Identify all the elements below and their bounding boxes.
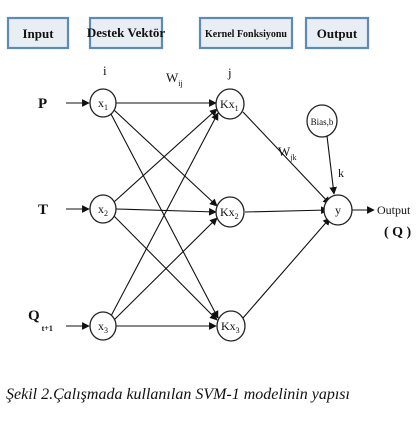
header-support-vector-label: Destek Vektör <box>87 25 166 40</box>
svg-text:Bias,b: Bias,b <box>311 117 334 127</box>
svg-text:Kx2: Kx2 <box>220 205 239 221</box>
layer-label-k: k <box>338 166 344 180</box>
header-input: Input <box>6 16 70 50</box>
header-output: Output <box>304 16 370 50</box>
node-x2: x2 <box>89 194 117 224</box>
header-support-vector: Destek Vektör <box>87 16 166 50</box>
output-label: Output <box>377 203 411 217</box>
svg-text:x1: x1 <box>98 96 108 112</box>
input-label-q: Qt+1 <box>28 308 53 333</box>
input-label-p: P <box>38 96 47 112</box>
node-y: y <box>323 194 353 226</box>
diagram-canvas: Input Destek Vektör Kernel Fonksiyonu Ou… <box>6 16 412 342</box>
svg-text:Kx3: Kx3 <box>221 319 240 335</box>
node-kx3: Kx3 <box>216 310 246 342</box>
layer-label-i: i <box>103 63 107 78</box>
arrow-bias-to-y <box>326 135 337 195</box>
node-kx1: Kx1 <box>215 88 245 120</box>
svg-text:x3: x3 <box>98 319 108 335</box>
edges-kernel-to-output <box>242 111 331 319</box>
node-bias: Bias,b <box>306 104 338 138</box>
weight-label-wij: Wij <box>166 70 183 88</box>
layer-label-j: j <box>227 65 232 80</box>
node-x1: x1 <box>89 88 117 118</box>
header-output-label: Output <box>317 26 358 41</box>
svg-text:y: y <box>335 203 341 217</box>
node-kx2: Kx2 <box>215 196 245 228</box>
output-symbol: ( Q ) <box>384 225 412 240</box>
header-kernel-function: Kernel Fonksiyonu <box>198 16 294 50</box>
header-kernel-function-label: Kernel Fonksiyonu <box>205 29 287 40</box>
edges-input-to-kernel <box>110 99 219 330</box>
node-x3: x3 <box>89 311 117 341</box>
svg-text:Kx1: Kx1 <box>220 97 239 113</box>
figure-caption: Şekil 2.Çalışmada kullanılan SVM-1 model… <box>6 386 350 403</box>
svg-text:x2: x2 <box>98 202 108 218</box>
header-input-label: Input <box>22 26 54 41</box>
weight-label-wjk: Wjk <box>278 144 297 162</box>
input-label-t: T <box>38 202 48 218</box>
